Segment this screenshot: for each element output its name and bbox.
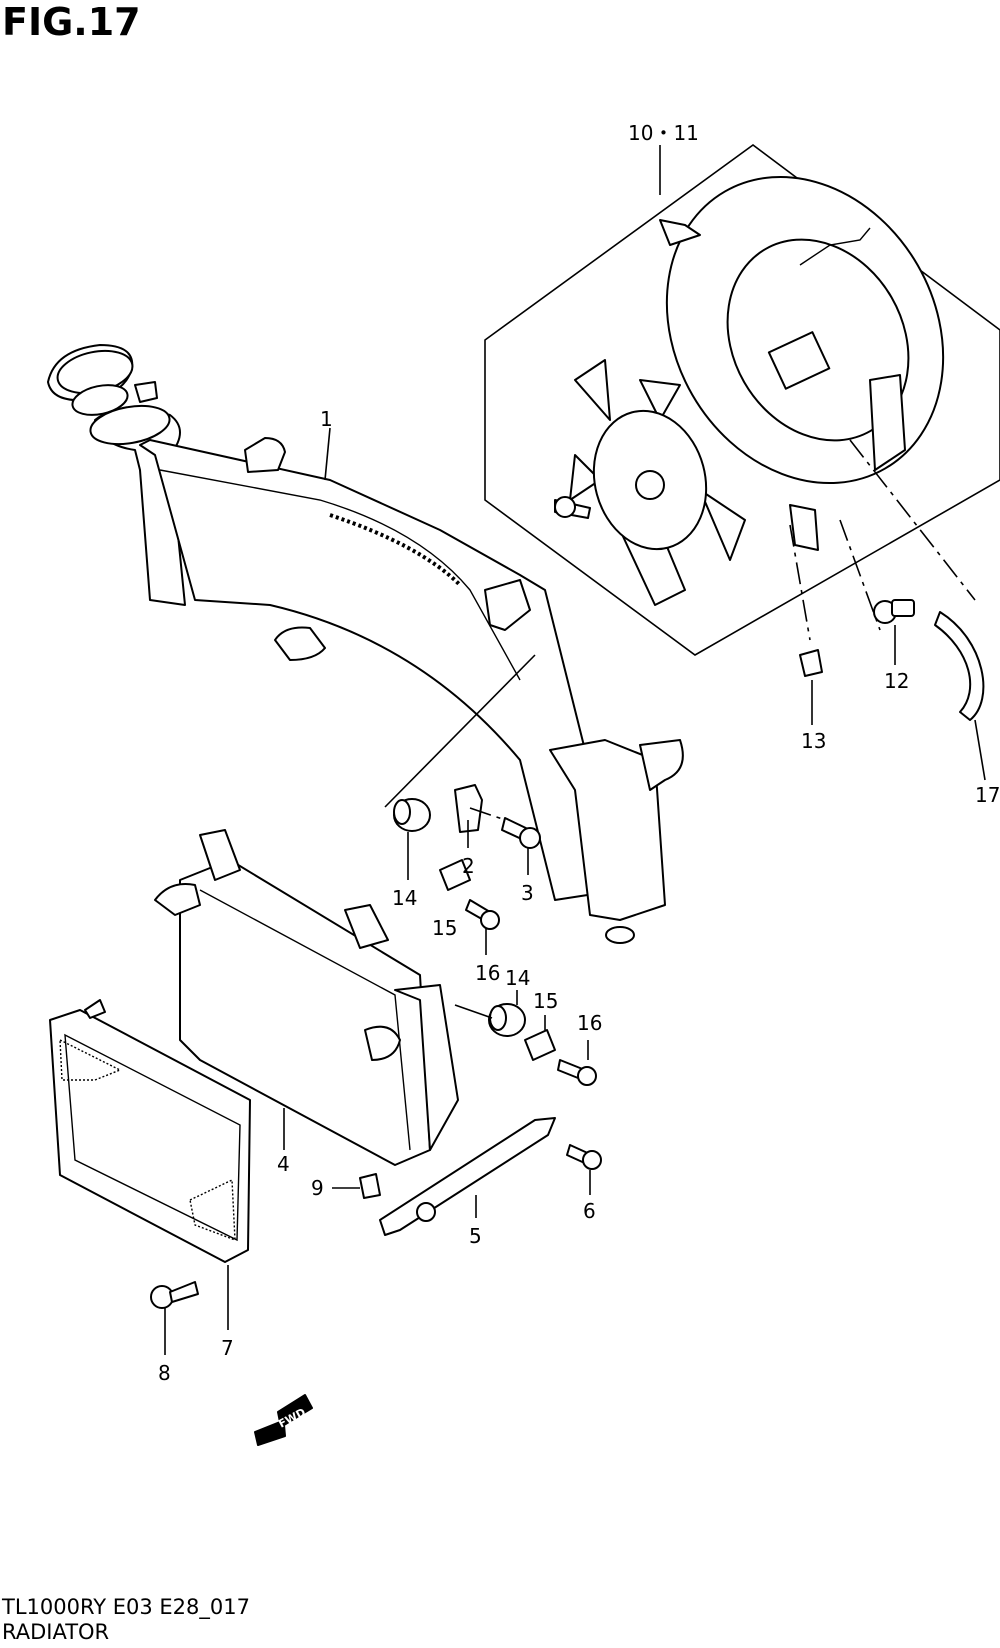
radiator-right-tank [549, 739, 666, 921]
part-15-collar-a[interactable] [439, 859, 471, 891]
part-1-main-radiator[interactable] [47, 344, 684, 944]
part-3-bolt[interactable] [501, 817, 541, 849]
fan-blade-screw [554, 496, 591, 519]
filler-neck-opening [89, 404, 171, 446]
callout-12: 12 [884, 669, 909, 693]
figure-title: FIG.17 [2, 0, 141, 44]
sub-radiator-side-bracket [344, 904, 389, 949]
fan-assembly-outline [484, 144, 1000, 656]
part-2-bracket[interactable] [454, 784, 483, 833]
callout-13: 13 [801, 729, 826, 753]
callout-4: 4 [277, 1152, 290, 1176]
callout-16a: 16 [475, 961, 500, 985]
radiator-core [139, 439, 621, 901]
core-fin-line [159, 469, 521, 681]
callout-8: 8 [158, 1361, 171, 1385]
part-17-band[interactable] [934, 611, 985, 721]
part-4-sub-radiator[interactable] [154, 829, 459, 1166]
sub-radiator-tank [394, 984, 459, 1151]
leader-14b-link [454, 1004, 493, 1019]
part-8-screw[interactable] [150, 1281, 199, 1309]
figure-name: RADIATOR [2, 1620, 110, 1644]
fan-blade[interactable] [569, 359, 746, 606]
sub-radiator-top-bracket [199, 829, 241, 881]
sub-radiator-outlet [364, 1025, 401, 1061]
radiator-top-mount [244, 437, 286, 473]
part-7-radiator-guard[interactable] [49, 999, 251, 1263]
part-15-collar-b[interactable] [524, 1029, 556, 1061]
leader-1 [324, 427, 331, 481]
part-16-bolt-b[interactable] [557, 1059, 597, 1086]
leader-14a [384, 654, 536, 808]
part-13-nut[interactable] [799, 649, 823, 677]
callout-16b: 16 [577, 1011, 602, 1035]
callout-15b: 15 [533, 989, 558, 1013]
sub-radiator-frame [199, 889, 411, 1151]
radiator-upper-right-mount [484, 579, 531, 631]
part-5-lower-bracket[interactable] [379, 1117, 556, 1236]
callout-15a: 15 [432, 916, 457, 940]
model-code: TL1000RY E03 E28_017 [2, 1595, 250, 1619]
callout-14a: 14 [392, 886, 417, 910]
callout-6: 6 [583, 1199, 596, 1223]
leader-13-dashed [789, 524, 811, 641]
callout-17: 17 [975, 783, 1000, 807]
sub-radiator-core [179, 859, 431, 1166]
callout-1: 1 [320, 407, 333, 431]
part-6-bolt[interactable] [566, 1144, 602, 1170]
part-16-bolt-a[interactable] [465, 899, 500, 930]
fan-motor-housing [726, 238, 910, 442]
callout-14b: 14 [505, 966, 530, 990]
callout-2: 2 [462, 854, 475, 878]
core-fin-texture [329, 513, 462, 587]
radiator-drain [605, 926, 635, 944]
shroud-side-bracket [869, 374, 906, 471]
callout-7: 7 [221, 1336, 234, 1360]
leader-17-dashed [849, 439, 976, 601]
forward-direction-arrow: FWD [254, 1394, 313, 1446]
part-14-grommet-a[interactable] [393, 798, 431, 832]
callout-9: 9 [311, 1176, 324, 1200]
radiator-cap [47, 344, 158, 416]
radiator-lower-mount [274, 626, 326, 661]
shroud-lower-tab [789, 504, 819, 551]
fan-wire [799, 227, 871, 266]
fan-assembly-group [484, 144, 1000, 656]
fan-motor-connector [767, 331, 831, 390]
leader-17 [974, 719, 986, 781]
sub-radiator-inlet-pipe [154, 883, 201, 916]
callout-5: 5 [469, 1224, 482, 1248]
callout-10-11: 10・11 [628, 121, 699, 145]
radiator-outlet-pipe [639, 739, 684, 791]
part-9-nut[interactable] [359, 1173, 381, 1199]
part-14-grommet-b[interactable] [488, 1003, 526, 1037]
part-12-bolt[interactable] [873, 599, 915, 624]
shroud-bracket [659, 219, 701, 246]
callout-3: 3 [521, 881, 534, 905]
